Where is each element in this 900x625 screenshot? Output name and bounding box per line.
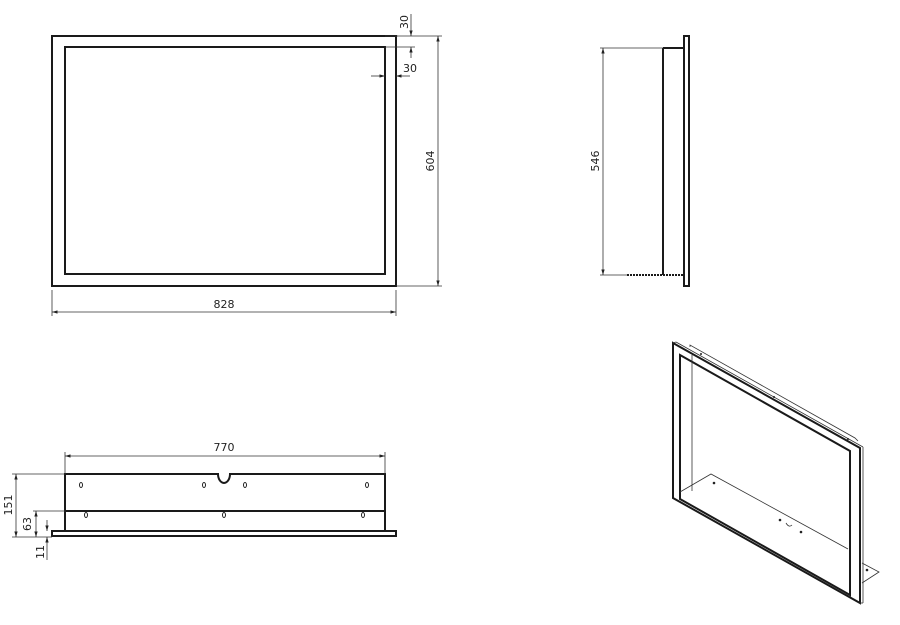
side-flange: [683, 35, 690, 287]
iso-inner-opening: [679, 353, 851, 597]
top-frame-dimension-label: 30: [398, 15, 411, 29]
front-view: 828 604 30 30: [51, 14, 442, 316]
mounting-holes: [79, 482, 369, 518]
depth-dimension-label: 546: [589, 151, 602, 172]
plate-thickness-dimension-label: 11: [34, 545, 47, 559]
side-view: 546: [589, 35, 690, 287]
base-plate: [51, 530, 397, 537]
iso-outer-frame: [672, 341, 861, 605]
total-height-dimension-label: 151: [2, 495, 15, 516]
lower-height-dimension-label: 63: [21, 517, 34, 531]
bottom-view: 770 151 63 11: [2, 441, 397, 560]
inner-opening: [64, 46, 386, 275]
iso-hole: [712, 481, 716, 485]
iso-notch: [785, 522, 793, 527]
width-dimension-label: 828: [214, 298, 235, 311]
isometric-view: [672, 341, 880, 605]
iso-hole: [865, 568, 869, 572]
iso-hole: [799, 530, 803, 534]
iso-hole: [778, 518, 782, 522]
side-frame-dimension-label: 30: [403, 62, 417, 75]
length-dimension-label: 770: [214, 441, 235, 454]
outer-frame: [51, 35, 397, 287]
upper-rail: [64, 473, 386, 531]
height-dimension-label: 604: [424, 151, 437, 172]
